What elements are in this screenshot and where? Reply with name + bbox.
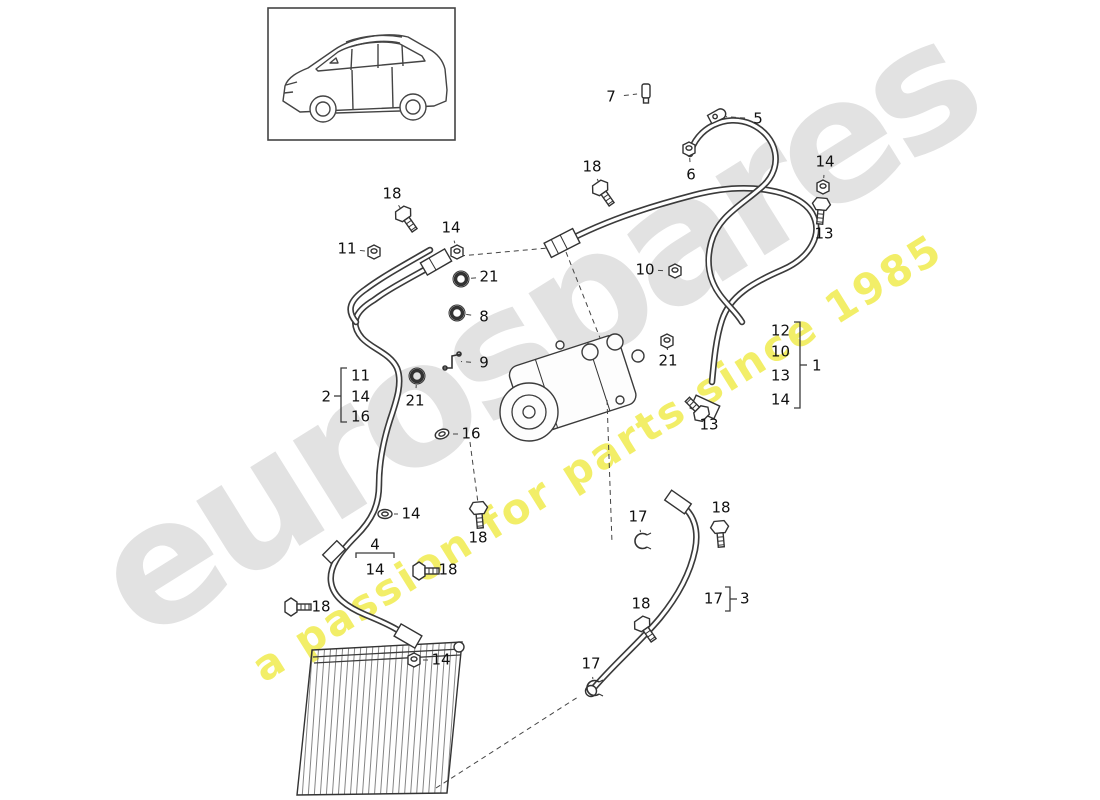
part-bolt-icon: [284, 597, 312, 617]
part-bolt-icon: [633, 615, 658, 643]
part-grommet-icon: [452, 270, 470, 288]
porsche-cayenne-icon: [282, 34, 448, 123]
callout-18: 18: [468, 529, 487, 547]
callout-18: 18: [711, 499, 730, 517]
part-washer-icon: [434, 428, 450, 440]
callout-14: 14: [431, 651, 450, 669]
group-1-label: 1: [812, 357, 822, 375]
reference-lines: [435, 247, 613, 789]
callout-17: 17: [628, 508, 647, 526]
union-fitting: [543, 227, 581, 259]
part-grommet-icon: [448, 304, 466, 322]
flange-fitting: [393, 622, 423, 650]
part-washer-icon: [377, 508, 393, 520]
callout-18: 18: [382, 185, 401, 203]
callout-11: 11: [337, 240, 356, 258]
callout-7: 7: [606, 88, 616, 106]
part-nut-icon: [450, 244, 464, 260]
group-2: 11 14 16 2: [321, 367, 370, 426]
callout-21: 21: [405, 392, 424, 410]
part-clamp-icon: [586, 679, 604, 697]
group-3: 17 3: [704, 586, 750, 612]
part-bolt-icon: [684, 396, 711, 423]
leader-line: [465, 313, 472, 316]
leader-line: [460, 361, 472, 363]
callout-13: 13: [814, 225, 833, 243]
group-1-item: 12: [771, 322, 790, 340]
callout-10: 10: [635, 261, 654, 279]
group-4-label: 4: [370, 536, 380, 554]
part-nut-icon: [660, 333, 674, 349]
compressor-pulley: [499, 382, 559, 442]
condenser-fitting: [453, 641, 465, 653]
part-bolt-icon: [591, 179, 616, 207]
group-1-item: 10: [771, 343, 790, 361]
group-2-item: 16: [351, 408, 370, 426]
watermark-brand-text: eurospares: [60, 0, 1009, 678]
group-1: 12 10 13 14 1: [771, 321, 822, 409]
group-2-label: 2: [321, 388, 331, 406]
callout-14: 14: [815, 153, 834, 171]
callout-17: 17: [581, 655, 600, 673]
vehicle-thumbnail: [267, 7, 456, 141]
callout-14: 14: [401, 505, 420, 523]
leader-line: [725, 116, 746, 119]
callout-18: 18: [631, 595, 650, 613]
part-icons: [284, 83, 832, 697]
part-clamp-icon: [634, 532, 652, 550]
part-bolt-icon: [811, 196, 832, 225]
part-clip-icon: [706, 108, 727, 125]
group-1-item: 14: [771, 391, 790, 409]
callout-14: 14: [441, 219, 460, 237]
group-4: 4 14: [355, 536, 395, 579]
part-bolt-icon: [394, 205, 419, 233]
flange-fitting: [663, 489, 693, 515]
part-nut-icon: [407, 652, 421, 668]
part-nut-icon: [367, 244, 381, 260]
leader-line: [453, 240, 456, 244]
callout-21: 21: [658, 352, 677, 370]
part-bolt-icon: [709, 519, 730, 548]
part-nut-icon: [816, 179, 830, 195]
callout-6: 6: [686, 166, 696, 184]
callout-21: 21: [479, 268, 498, 286]
group-2-item: 11: [351, 367, 370, 385]
callout-18: 18: [438, 561, 457, 579]
part-grommet-icon: [408, 367, 426, 385]
callout-9: 9: [479, 354, 489, 372]
part-nut-icon: [682, 141, 696, 157]
callout-8: 8: [479, 308, 489, 326]
leader-line: [623, 93, 638, 97]
group-2-item: 14: [351, 388, 370, 406]
compressor: [499, 333, 645, 442]
part-bolt-icon: [468, 500, 489, 529]
group-3-item: 17: [704, 590, 723, 608]
hose-end-fitting: [584, 684, 598, 698]
group-1-item: 13: [771, 367, 790, 385]
callout-16: 16: [461, 425, 480, 443]
part-bolt-icon: [412, 561, 440, 581]
group-4-item: 14: [365, 561, 384, 579]
part-bracket-icon: [442, 351, 462, 371]
union-fitting: [419, 247, 453, 277]
callout-13: 13: [699, 416, 718, 434]
junction-block: [321, 539, 347, 565]
callout-18: 18: [311, 598, 330, 616]
watermark: eurospares a passion for parts since 198…: [60, 0, 1009, 692]
group-3-label: 3: [740, 590, 750, 608]
part-nut-icon: [668, 263, 682, 279]
callout-5: 5: [753, 110, 763, 128]
callout-18: 18: [582, 158, 601, 176]
leader-line: [359, 249, 366, 252]
part-valve-icon: [641, 83, 651, 104]
